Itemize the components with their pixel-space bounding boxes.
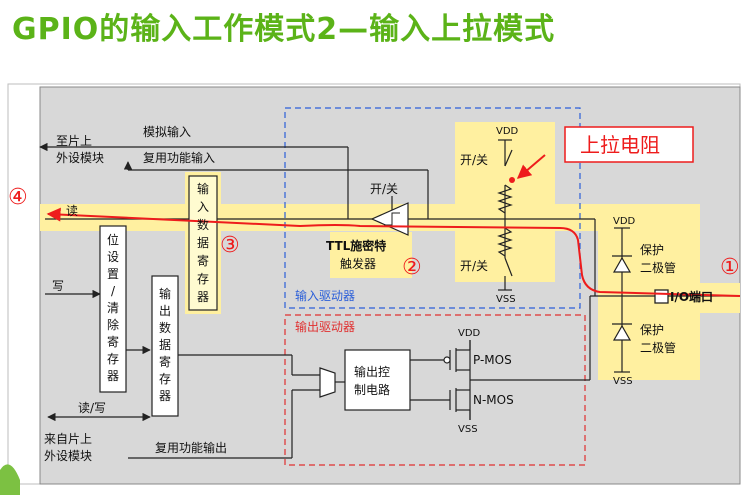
bit-reg-char: 设 [107,250,119,264]
marker-1: ① [720,255,740,280]
pullup-label-box [564,126,694,163]
output-data-register [151,275,179,417]
bit-reg-char: / [111,284,116,298]
pmos-icon [443,340,471,372]
ttl-schmitt-label-1: TTL施密特 [326,238,386,253]
bit-reg-char: 置 [107,267,119,281]
pulldown-switch-label: 开/关 [460,259,488,273]
pullup-resistor [497,184,513,214]
input-reg-char: 据 [197,236,209,250]
output-driver-label: 输出驱动器 [295,319,355,334]
marker-3: ③ [220,233,240,258]
vss-diode-label: VSS [613,376,633,387]
pulldown-resistor [497,227,513,257]
read-write-label: 读/写 [78,401,106,415]
chip-periph-out-label-1: 来自片上 [44,432,92,446]
vdd-diode-label: VDD [613,216,636,227]
write-label: 写 [52,279,64,293]
schmitt-switch-label: 开/关 [370,182,398,196]
protect-diode-bottom-label-2: 二极管 [640,340,676,355]
input-reg-char: 数 [197,217,209,232]
io-pin-label: I/O端口 [670,289,713,304]
vss-pulldown-label: VSS [496,294,516,305]
out-reg-char: 存 [159,372,171,386]
vdd-pullup-label: VDD [496,126,519,137]
input-reg-char: 器 [197,290,209,304]
input-reg-char: 入 [197,200,209,214]
chip-periph-in-label-1: 至片上 [56,134,92,148]
marker-2: ② [402,255,422,280]
protect-diode-bottom-label-1: 保护 [640,323,664,337]
bit-reg-char: 器 [107,369,119,383]
marker-4: ④ [8,185,28,210]
io-pin-icon [654,289,669,304]
protect-diode-top-label-2: 二极管 [640,260,676,275]
input-driver-box [284,107,581,309]
slide-title: GPIO的输入工作模式2—输入上拉模式 [12,12,556,47]
input-reg-char: 存 [197,272,209,286]
input-reg-char: 寄 [197,253,209,268]
input-data-register [188,175,218,311]
bit-reg-char: 除 [107,317,119,332]
vdd-output-label: VDD [458,328,481,339]
input-driver-label: 输入驱动器 [295,288,355,303]
out-reg-char: 器 [159,389,171,403]
protect-diode-top-icon [612,255,632,273]
out-reg-char: 出 [159,304,171,318]
ttl-schmitt-label-2: 触发器 [340,256,376,271]
output-driver-box [284,314,586,466]
output-control-box [344,349,411,411]
vss-output-label: VSS [458,424,478,435]
alt-func-output-label: 复用功能输出 [155,440,227,455]
bit-reg-char: 清 [107,301,119,315]
pullup-switch-label: 开/关 [460,153,488,167]
out-reg-char: 输 [159,286,171,301]
chip-periph-in-label-2: 外设模块 [56,151,104,165]
nmos-label: N-MOS [473,393,514,407]
chip-periph-out-label-2: 外设模块 [44,449,92,463]
alt-func-input-label: 复用功能输入 [143,150,215,165]
input-reg-char: 输 [197,181,209,196]
protect-diode-top-label-1: 保护 [640,243,664,257]
pullup-resistor-label: 上拉电阻 [580,133,660,157]
output-control-label-2: 制电路 [354,382,390,397]
output-control-label-1: 输出控 [354,364,390,379]
analog-input-label: 模拟输入 [143,124,191,139]
protect-diode-bottom-icon [612,323,632,341]
signal-path [46,207,741,297]
bit-reg-char: 存 [107,352,119,366]
out-reg-char: 据 [159,338,171,352]
out-reg-char: 数 [159,320,171,335]
read-label: 读 [66,204,78,218]
pmos-label: P-MOS [473,353,512,367]
bit-reg-char: 寄 [107,334,119,349]
mux-icon [319,367,336,398]
nmos-icon [449,388,471,420]
bit-reg-char: 位 [107,232,119,247]
out-reg-char: 寄 [159,354,171,369]
bit-set-reset-register [99,225,127,393]
